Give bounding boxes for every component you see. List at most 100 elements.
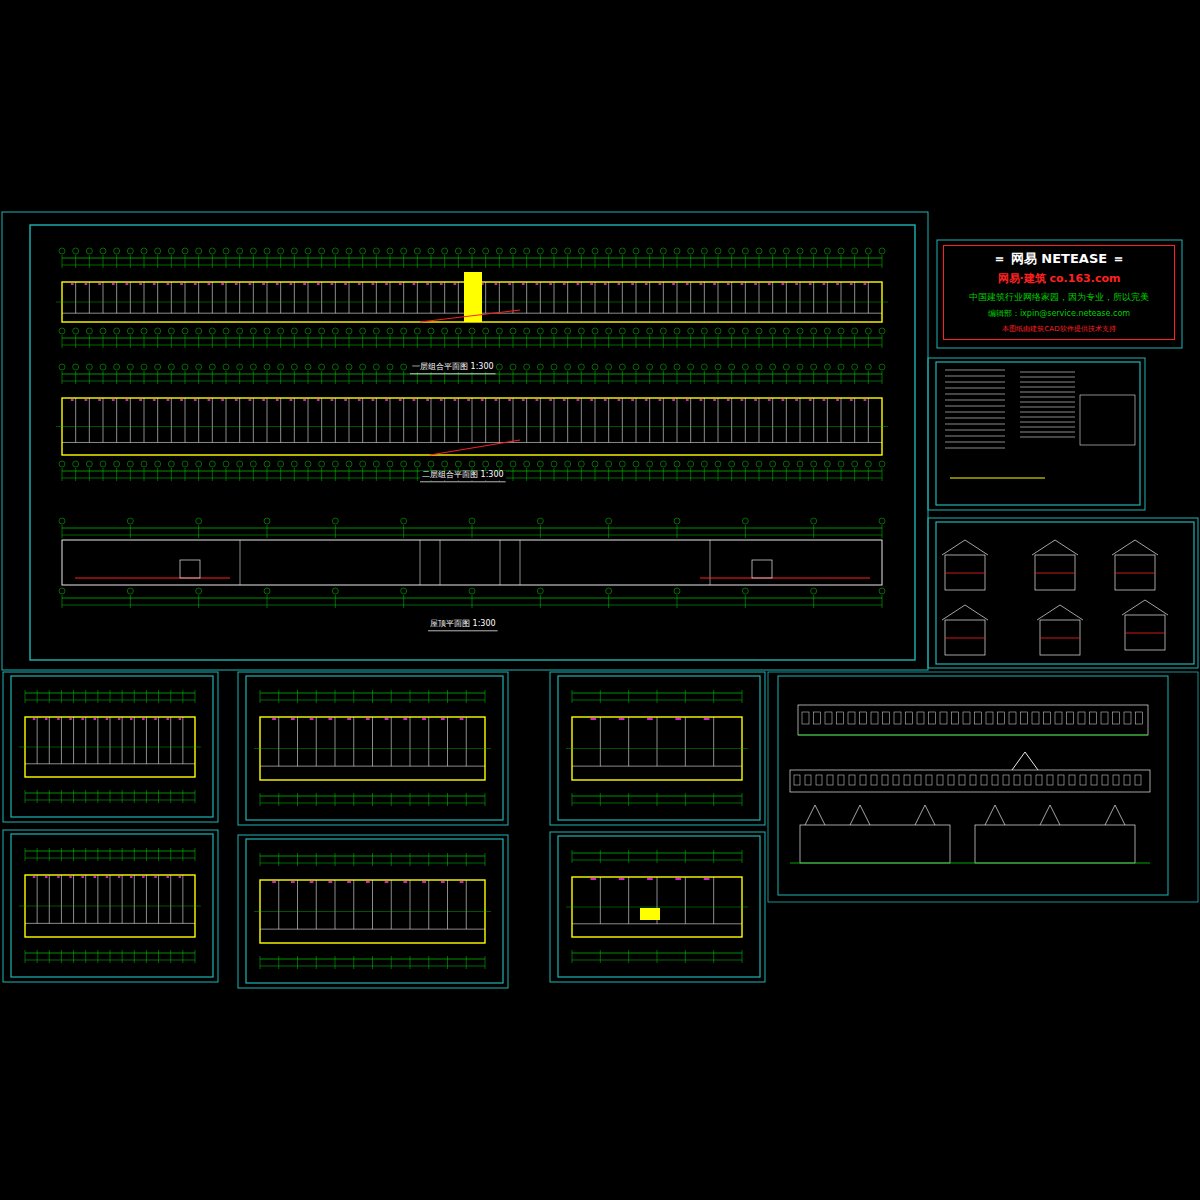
axis-bubble (688, 248, 694, 254)
drawing-line (945, 442, 1005, 443)
drawing-line (349, 335, 350, 348)
drawing-line (540, 525, 541, 538)
axis-bubble (551, 461, 557, 467)
drawing-line (800, 398, 801, 442)
drawing-line (1040, 638, 1080, 639)
drawing-line (882, 468, 883, 481)
drawing-line (813, 468, 814, 481)
drawing-line (718, 282, 719, 313)
frame-line (992, 775, 998, 785)
drawing-line (391, 690, 392, 703)
drawing-line (294, 282, 295, 313)
drawing-line (142, 876, 144, 878)
drawing-line (485, 690, 486, 703)
drawing-line (144, 468, 145, 481)
drawing-line (278, 853, 279, 866)
frame-line (1009, 712, 1016, 724)
drawing-line (458, 371, 459, 384)
drawing-line (447, 956, 448, 969)
frame-line (1032, 712, 1039, 724)
axis-bubble (715, 328, 721, 334)
drawing-line (328, 881, 332, 883)
axis-bubble (86, 248, 92, 254)
title-block-text: 本图纸由建筑CAD软件提供技术支持 (1002, 325, 1115, 333)
drawing-line (362, 282, 363, 313)
drawing-line (158, 690, 159, 703)
drawing-line (745, 468, 746, 481)
drawing-line (146, 848, 147, 861)
drawing-line (563, 283, 566, 285)
roof-detail (1112, 540, 1158, 555)
axis-bubble (537, 248, 543, 254)
drawing-line (1020, 387, 1075, 388)
drawing-line (577, 283, 580, 285)
drawing-line (126, 399, 129, 401)
drawing-line (600, 850, 601, 863)
drawing-line (106, 718, 108, 720)
drawing-line (428, 880, 429, 929)
drawing-line (600, 950, 601, 963)
drawing-line (116, 371, 117, 384)
drawing-line (335, 956, 336, 969)
drawing-line (254, 748, 491, 749)
axis-bubble (811, 461, 817, 467)
axis-bubble (742, 588, 748, 594)
axis-bubble (332, 328, 338, 334)
axis-bubble (182, 461, 188, 467)
axis-bubble (209, 328, 215, 334)
drawing-line (372, 793, 373, 806)
drawing-line (645, 283, 648, 285)
drawing-line (628, 877, 629, 924)
drawing-line (97, 875, 98, 923)
axis-bubble (469, 588, 475, 594)
frame-line (838, 775, 844, 785)
drawing-line (144, 255, 145, 268)
drawing-line (25, 763, 195, 764)
drawing-line (278, 880, 279, 929)
axis-bubble (838, 364, 844, 370)
drawing-line (167, 399, 170, 401)
frame-line (945, 620, 985, 655)
axis-bubble (114, 461, 120, 467)
drawing-line (945, 406, 1005, 407)
axis-bubble (332, 461, 338, 467)
axis-bubble (483, 461, 489, 467)
axis-bubble (86, 364, 92, 370)
drawing-line (827, 468, 828, 481)
axis-bubble (59, 248, 65, 254)
drawing-line (153, 399, 156, 401)
frame-line (2, 212, 928, 670)
axis-bubble (114, 328, 120, 334)
drawing-line (590, 283, 593, 285)
axis-bubble (756, 461, 762, 467)
axis-bubble (223, 364, 229, 370)
drawing-line (677, 282, 678, 313)
frame-line (752, 560, 772, 578)
axis-bubble (756, 328, 762, 334)
drawing-line (1020, 382, 1075, 383)
drawing-line (572, 950, 573, 963)
drawing-line (622, 282, 623, 313)
drawing-line (376, 255, 377, 268)
drawing-line (686, 283, 689, 285)
drawing-line (144, 398, 145, 442)
drawing-line (444, 282, 445, 313)
drawing-line (600, 793, 601, 806)
frame-line (940, 712, 947, 724)
drawing-line (458, 282, 459, 313)
drawing-line (636, 468, 637, 481)
drawing-line (549, 283, 552, 285)
drawing-line (600, 877, 601, 924)
drawing-line (742, 690, 743, 703)
drawing-line (61, 848, 62, 861)
drawing-line (485, 255, 486, 268)
drawing-line (945, 448, 1005, 449)
drawing-line (170, 950, 171, 963)
drawing-line (647, 878, 653, 880)
drawing-line (403, 282, 404, 313)
drawing-line (297, 793, 298, 806)
axis-bubble (496, 461, 502, 467)
frame-line (959, 775, 965, 785)
axis-bubble (688, 461, 694, 467)
axis-bubble (647, 328, 653, 334)
